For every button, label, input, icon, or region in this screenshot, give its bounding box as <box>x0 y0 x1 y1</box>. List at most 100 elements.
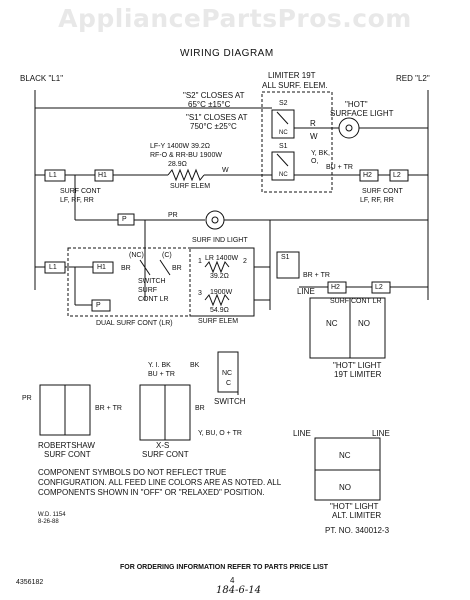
line-label-2: LINE <box>293 429 311 438</box>
line-label-1: LINE <box>297 287 315 296</box>
limiter-19t-drawing <box>309 297 386 359</box>
dual-surf-cont-label: DUAL SURF CONT (LR) <box>96 320 173 327</box>
hot-light-alt: "HOT" LIGHT <box>330 502 379 511</box>
limiter-nc-label: NC <box>326 319 338 328</box>
surf-ind-light-label: SURF IND LIGHT <box>192 237 248 244</box>
limiter-box <box>261 91 333 193</box>
br-label-1: BR <box>121 265 131 272</box>
num-2-label: 2 <box>243 258 247 265</box>
all-surf-elem-label: ALL SURF. ELEM. <box>262 81 328 90</box>
lr-1400w-resistor <box>204 260 230 274</box>
h1-label: H1 <box>98 172 107 179</box>
robertshaw-label: ROBERTSHAW <box>38 441 95 450</box>
robertshaw-surf-cont: SURF CONT <box>44 450 91 459</box>
component-note: COMPONENT SYMBOLS DO NOT REFLECT TRUE CO… <box>38 468 281 497</box>
c-paren-label: (C) <box>162 252 172 259</box>
ybk-top-label: Y. I. BK <box>148 362 171 369</box>
num-3-label: 3 <box>198 290 202 297</box>
alt-limiter-no: NO <box>339 483 351 492</box>
pr-label-2: PR <box>22 395 32 402</box>
surf-ind-light <box>205 210 225 230</box>
switch-label: SWITCH <box>214 397 246 406</box>
num-1-label: 1 <box>198 258 202 265</box>
l2-label: L2 <box>393 172 401 179</box>
surf-cont-lfrfrr: LF, RF, RR <box>60 197 94 204</box>
p-label-2: P <box>96 302 101 309</box>
left-number: 4356182 <box>16 579 44 586</box>
y-bk-label: Y, BK, <box>311 150 330 157</box>
nc-paren-label: (NC) <box>129 252 144 259</box>
s2-contact <box>276 111 289 125</box>
lr-1400-label: LR 1400W <box>205 255 239 262</box>
surf-elem-box <box>189 247 255 317</box>
xs-surf-cont: SURF CONT <box>142 450 189 459</box>
s1-temp-label: 750°C ±25°C <box>190 122 237 131</box>
hot-label: "HOT" <box>345 100 368 109</box>
s1-closes-label: "S1" CLOSES AT <box>186 113 248 122</box>
s2-temp-label: 65°C ±15°C <box>188 100 231 109</box>
s1-label: S1 <box>279 143 288 150</box>
xs-label: X-S <box>156 441 170 450</box>
br-tr-label: BR + TR <box>303 272 330 279</box>
line-label-3: LINE <box>372 429 390 438</box>
alt-limiter-drawing <box>314 437 381 501</box>
s1-contact <box>276 153 289 167</box>
pr-label-1: PR <box>168 212 178 219</box>
w-label-1: W <box>310 132 318 141</box>
o-label: O, <box>311 158 319 165</box>
diagram-title: WIRING DIAGRAM <box>180 48 274 59</box>
surf-ind-light-center <box>211 216 219 224</box>
h2-label-2: H2 <box>331 284 340 291</box>
p-label-1: P <box>122 216 127 223</box>
l1-label-2: L1 <box>49 264 57 271</box>
1900w-resistor <box>204 293 230 307</box>
switch-component <box>217 351 239 393</box>
hi-label: H1 <box>97 264 106 271</box>
part-number: PT. NO. 340012-3 <box>325 526 390 535</box>
black-l1-label: BLACK "L1" <box>20 74 64 83</box>
s2-nc-label: NC <box>279 130 288 136</box>
w1900-label: 1900W <box>210 289 233 296</box>
s2-label: S2 <box>279 100 288 107</box>
bu-tr-label: BU + TR <box>326 164 353 171</box>
br-tr-label-2: BR + TR <box>95 405 122 412</box>
bu-tr-top-label: BU + TR <box>148 371 175 378</box>
s1-lr-switch <box>276 251 300 279</box>
switch-c-label: C <box>226 380 232 387</box>
switch-surf-cont-label: SWITCH SURF CONT LR <box>138 278 169 303</box>
surf-cont-lr-label: SURF CONT LR <box>330 298 382 305</box>
br-label-2: BR <box>172 265 182 272</box>
r-label: R <box>310 119 316 128</box>
surf-elem-resistor <box>167 168 205 182</box>
surf-cont-label: SURF CONT <box>60 188 101 195</box>
surf-cont-lfrfrr-r: LF, RF, RR <box>360 197 394 204</box>
l1-label: L1 <box>49 172 57 179</box>
ordering-info: FOR ORDERING INFORMATION REFER TO PARTS … <box>120 564 329 571</box>
br-label-3: BR <box>195 405 205 412</box>
s1-switch <box>271 151 295 181</box>
w-label-2: W <box>222 167 229 174</box>
switch-nc-label: NC <box>222 370 233 377</box>
page-number: 4 <box>230 576 235 585</box>
alt-limiter-caption: ALT. LIMITER <box>332 511 382 520</box>
wd-number: W.D. 1154 <box>38 512 66 518</box>
limiter-19t-caption: 19T LIMITER <box>334 370 382 379</box>
wd-date: 8-26-88 <box>38 519 59 525</box>
h2-label: H2 <box>363 172 372 179</box>
hot-surface-light <box>338 117 360 139</box>
elem-rating-3: 28.9Ω <box>168 161 187 168</box>
p-terminal-2 <box>91 299 111 312</box>
s2-closes-label: "S2" CLOSES AT <box>183 91 245 100</box>
s2-switch <box>271 109 295 139</box>
surf-elem-label-2: SURF ELEM <box>198 318 239 325</box>
elem-rating-2: RF-O & RR-BU 1900W <box>150 152 222 159</box>
hot-light-19t: "HOT" LIGHT <box>333 361 382 370</box>
elem-rating-1: LF-Y 1400W 39.2Ω <box>150 143 210 150</box>
limiter-no-label: NO <box>358 319 370 328</box>
red-l2-label: RED "L2" <box>396 74 430 83</box>
watermark: AppliancePartsPros.com <box>58 4 412 33</box>
s1-nc-label: NC <box>279 172 288 178</box>
s1-lr-label: S1 <box>281 254 290 261</box>
